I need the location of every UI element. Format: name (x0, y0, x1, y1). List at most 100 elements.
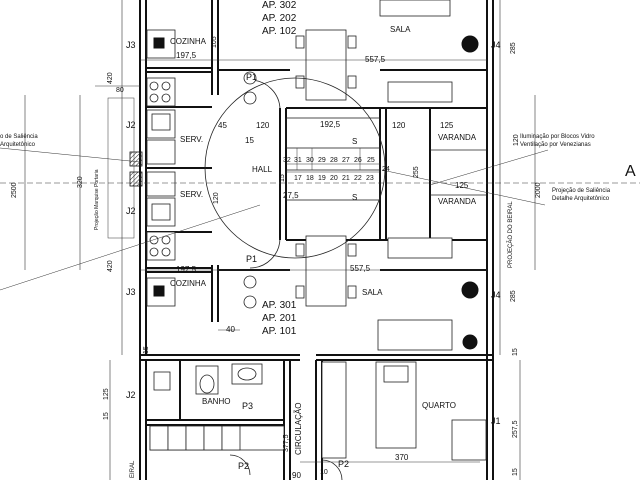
dim-2575: 257,5 (512, 420, 519, 438)
unit-top-1: AP. 302 (262, 0, 297, 11)
tag-j2-b: J2 (126, 206, 136, 216)
dim-15-d: 15 (143, 346, 150, 354)
guide-lines (0, 147, 640, 291)
step-29: 29 (318, 157, 326, 164)
tag-p1-top: P1 (246, 72, 257, 82)
dim-255: 255 (413, 166, 420, 178)
edge-letter: A (625, 163, 636, 180)
step-31: 31 (294, 157, 302, 164)
tag-j2-a: J2 (126, 120, 136, 130)
room-sala-bottom: SALA (362, 288, 383, 297)
step-28: 28 (330, 157, 338, 164)
kitchen-bottom-fixtures (146, 171, 176, 307)
dim-120-right: 120 (513, 134, 520, 146)
dim-10: 10 (320, 469, 328, 476)
banho-fixtures (153, 363, 263, 395)
dim-197-top: 197,5 (176, 51, 197, 60)
dim-90: 90 (292, 471, 301, 480)
step-18: 18 (306, 175, 314, 182)
dim-285-top: 285 (510, 42, 517, 54)
room-cozinha-bottom: COZINHA (170, 279, 207, 288)
unit-top-3: AP. 102 (262, 26, 297, 37)
note-glass-2: Ventilação por Venezianas (520, 142, 591, 148)
room-cozinha-top: COZINHA (170, 37, 207, 46)
tag-j3-bottom: J3 (126, 287, 136, 297)
room-serv-top: SERV. (180, 135, 203, 144)
dim-557-bottom: 557,5 (350, 264, 371, 273)
dim-40: 40 (226, 325, 235, 334)
dim-192: 192,5 (320, 120, 341, 129)
room-serv-bottom: SERV. (180, 190, 203, 199)
tag-j2-c: J2 (126, 390, 136, 400)
dim-120-a: 120 (256, 121, 270, 130)
dim-285-bottom: 285 (510, 290, 517, 302)
dim-370: 370 (395, 453, 409, 462)
stair-down-arrow: S (352, 193, 357, 202)
dim-125-top: 125 (440, 121, 454, 130)
dim-15-c: 15 (103, 412, 110, 420)
step-26: 26 (354, 157, 362, 164)
tag-j1: J1 (491, 416, 501, 426)
step-25: 25 (367, 157, 375, 164)
step-19: 19 (318, 175, 326, 182)
sala-top-furniture (295, 0, 479, 103)
unit-top-2: AP. 202 (262, 13, 297, 24)
dim-557-top: 557,5 (365, 55, 386, 64)
tag-p2-a: P2 (238, 461, 249, 471)
step-23: 23 (366, 175, 374, 182)
stair (285, 117, 381, 201)
dimension-chains (24, 0, 536, 480)
step-30: 30 (306, 157, 314, 164)
step-27: 27 (342, 157, 350, 164)
dim-3775: 377,5 (283, 434, 290, 452)
sala-bottom-furniture (295, 235, 479, 351)
stair-radius-circle (204, 77, 386, 259)
tag-j4-bottom: J4 (491, 290, 501, 300)
stair-up-arrow: S (352, 137, 357, 146)
room-hall: HALL (252, 165, 273, 174)
dim-420-top: 420 (107, 72, 114, 84)
dim-125-left: 125 (103, 388, 110, 400)
dim-197-bottom: 197,5 (176, 265, 197, 274)
dim-2000: 2000 (535, 182, 542, 198)
tag-p3: P3 (242, 401, 253, 411)
step-20: 20 (330, 175, 338, 182)
dim-420-bottom: 420 (107, 260, 114, 272)
dim-275: 27,5 (283, 191, 299, 200)
dim-120-b: 120 (392, 121, 406, 130)
dim-80: 80 (116, 87, 124, 94)
building-walls (139, 0, 494, 480)
room-banho: BANHO (202, 397, 230, 406)
note-glass-1: Iluminação por Blocos Vidro (520, 134, 595, 140)
step-32: 32 (283, 157, 291, 164)
tag-j4-top: J4 (491, 40, 501, 50)
room-circulacao: CIRCULAÇÃO (294, 403, 303, 455)
lower-left-furniture (149, 425, 285, 476)
tag-j3-top: J3 (126, 40, 136, 50)
left-window-blocks (129, 151, 143, 187)
dim-15-f: 15 (512, 468, 519, 476)
room-varanda-top: VARANDA (438, 133, 477, 142)
dim-320: 320 (77, 176, 84, 188)
step-21: 21 (342, 175, 350, 182)
unit-bottom-1: AP. 301 (262, 300, 297, 311)
step-24: 24 (382, 166, 390, 173)
room-varanda-bottom: VARANDA (438, 197, 477, 206)
room-sala-top: SALA (390, 25, 411, 34)
dim-120-left: 120 (213, 192, 220, 204)
dim-15-b: 15 (279, 174, 286, 182)
note-left-2: Arquitetônico (0, 142, 36, 148)
step-22: 22 (354, 175, 362, 182)
hall-doors (243, 71, 281, 309)
tag-p2-b: P2 (338, 459, 349, 469)
marquise-projection (107, 97, 135, 239)
dim-105: 105 (211, 36, 218, 48)
dim-15-e: 15 (512, 348, 519, 356)
note-beiral-left: EIRAL (130, 460, 136, 478)
note-left-1: o de Saliência (0, 134, 38, 140)
tag-p1-bottom: P1 (246, 254, 257, 264)
room-quarto: QUARTO (422, 401, 456, 410)
dim-125-bot: 125 (455, 181, 469, 190)
projection-portaria-note: Projeção Marquise Portaria (94, 169, 100, 230)
